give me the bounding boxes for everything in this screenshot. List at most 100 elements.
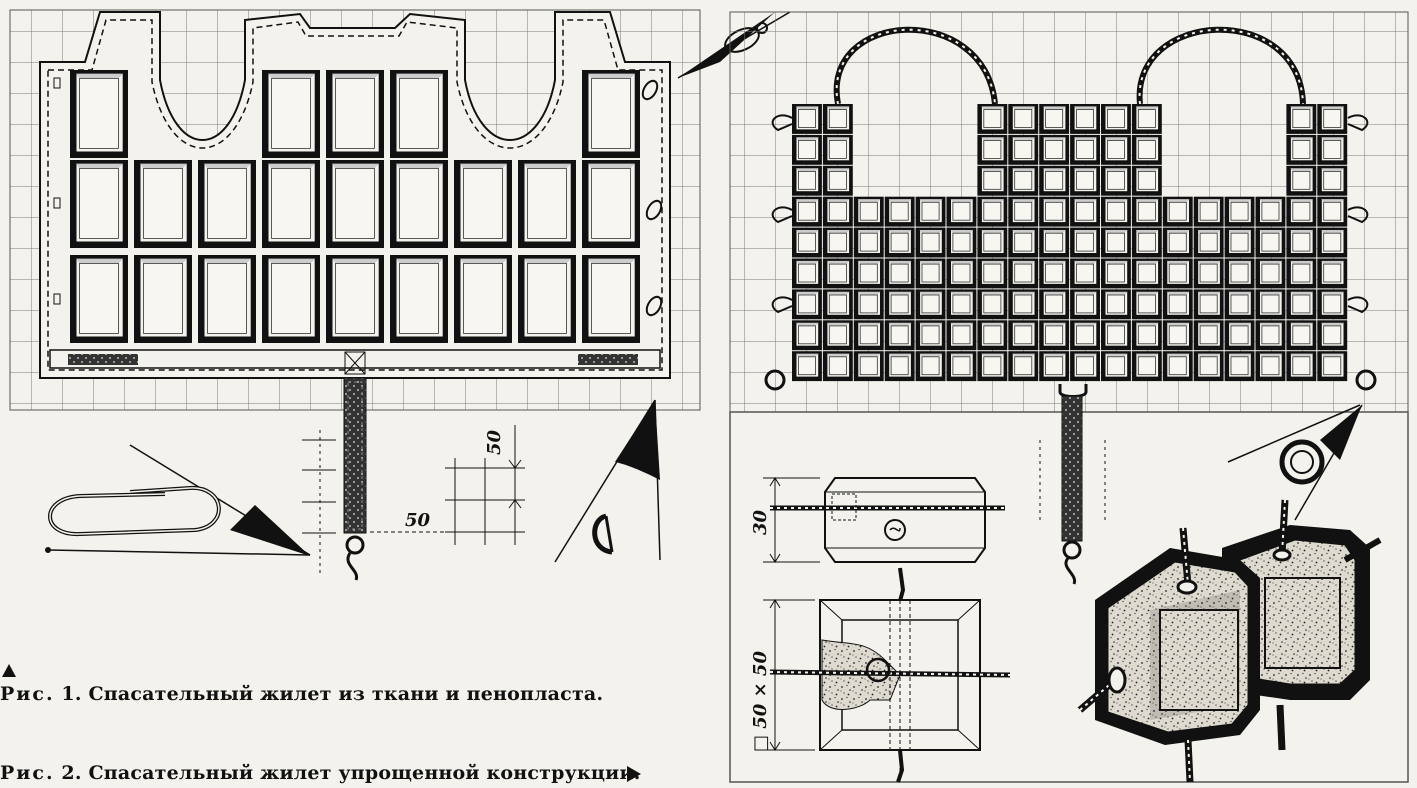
float-block-3-4	[915, 196, 946, 227]
figure1-belt-pad-left	[68, 354, 138, 365]
figure1-dim-vertical: 50	[484, 429, 505, 455]
float-block-5-8	[1039, 258, 1070, 289]
float-block-7-5	[946, 320, 977, 351]
float-block-5-1	[822, 258, 853, 289]
float-block-6-2	[853, 289, 884, 320]
float-block-6-12	[1162, 289, 1193, 320]
float-block-7-0	[792, 320, 822, 351]
float-block-6-6	[977, 289, 1008, 320]
float-block-5-6	[977, 258, 1008, 289]
vest-block-mid-2	[198, 160, 256, 248]
float-block-8-14	[1224, 351, 1255, 382]
float-block-8-1	[822, 351, 853, 382]
float-block-8-10	[1101, 351, 1131, 382]
figure2-dim-section: □ 50 × 50	[750, 651, 771, 752]
float-block-1-7	[1008, 134, 1039, 165]
float-block-5-14	[1224, 258, 1255, 289]
vest-block-mid-5	[390, 160, 448, 248]
float-block-4-10	[1101, 227, 1131, 258]
float-block-6-4	[915, 289, 946, 320]
float-block-5-2	[853, 258, 884, 289]
figure2-caption-prefix: Рис.	[0, 762, 55, 784]
float-block-7-11	[1131, 320, 1162, 351]
float-block-8-12	[1162, 351, 1193, 382]
float-block-6-11	[1131, 289, 1162, 320]
float-block-5-17	[1317, 258, 1348, 289]
float-block-0-6	[977, 104, 1008, 134]
vest-block-bottom-7	[518, 255, 576, 343]
float-block-2-11	[1131, 165, 1162, 196]
float-block-0-10	[1101, 104, 1131, 134]
float-block-1-17	[1317, 134, 1348, 165]
vest-block-top-3	[390, 70, 448, 158]
float-block-8-17	[1317, 351, 1348, 382]
figure1-dim-horizontal: 50	[405, 510, 431, 531]
float-block-0-17	[1317, 104, 1348, 134]
float-block-0-8	[1039, 104, 1070, 134]
caption1-up-arrow-icon	[2, 664, 16, 677]
float-block-6-7	[1008, 289, 1039, 320]
vest-block-bottom-2	[198, 255, 256, 343]
vest-block-bottom-6	[454, 255, 512, 343]
float-block-0-7	[1008, 104, 1039, 134]
float-block-7-9	[1070, 320, 1100, 351]
vest-block-mid-0	[70, 160, 128, 248]
float-block-3-1	[822, 196, 853, 227]
float-block-3-8	[1039, 196, 1070, 227]
float-block-4-16	[1286, 227, 1317, 258]
float-block-5-3	[884, 258, 915, 289]
float-block-6-8	[1039, 289, 1070, 320]
float-block-2-10	[1101, 165, 1131, 196]
float-block-1-1	[822, 134, 853, 165]
float-block-5-4	[915, 258, 946, 289]
float-block-3-12	[1162, 196, 1193, 227]
caption2-right-arrow-icon	[627, 766, 641, 782]
float-block-7-3	[884, 320, 915, 351]
float-block-4-0	[792, 227, 822, 258]
figure1-clip-detail	[45, 444, 311, 556]
float-block-4-7	[1008, 227, 1039, 258]
float-block-1-8	[1039, 134, 1070, 165]
float-block-2-0	[792, 165, 822, 196]
float-block-2-9	[1070, 165, 1100, 196]
float-block-3-13	[1193, 196, 1224, 227]
float-block-0-1	[822, 104, 853, 134]
float-block-6-10	[1101, 289, 1131, 320]
float-block-6-13	[1193, 289, 1224, 320]
float-block-2-8	[1039, 165, 1070, 196]
float-block-8-13	[1193, 351, 1224, 382]
float-block-3-3	[884, 196, 915, 227]
float-block-1-16	[1286, 134, 1317, 165]
float-block-1-9	[1070, 134, 1100, 165]
vest-block-mid-8	[582, 160, 640, 248]
float-block-3-10	[1101, 196, 1131, 227]
vest-block-top-1	[262, 70, 320, 158]
float-block-7-1	[822, 320, 853, 351]
float-block-4-1	[822, 227, 853, 258]
float-block-0-11	[1131, 104, 1162, 134]
float-block-5-0	[792, 258, 822, 289]
float-block-5-13	[1193, 258, 1224, 289]
figure1-caption: Рис. 1. Спасательный жилет из ткани и пе…	[0, 683, 603, 705]
float-block-4-8	[1039, 227, 1070, 258]
float-block-7-6	[977, 320, 1008, 351]
figure2-caption-text: 2. Спасательный жилет упрощенной констру…	[61, 762, 641, 784]
float-block-8-9	[1070, 351, 1100, 382]
float-block-4-15	[1255, 227, 1286, 258]
float-block-7-15	[1255, 320, 1286, 351]
figure1-vest-fabric: 50 50	[9, 9, 791, 581]
float-block-4-13	[1193, 227, 1224, 258]
float-block-7-17	[1317, 320, 1348, 351]
figure2-float-3d-view	[1077, 499, 1382, 783]
float-block-8-4	[915, 351, 946, 382]
float-block-8-2	[853, 351, 884, 382]
float-block-6-15	[1255, 289, 1286, 320]
float-block-5-12	[1162, 258, 1193, 289]
vest-block-mid-1	[134, 160, 192, 248]
figure1-dimension-detail	[370, 425, 525, 545]
float-block-4-11	[1131, 227, 1162, 258]
float-block-3-15	[1255, 196, 1286, 227]
float-block-5-16	[1286, 258, 1317, 289]
float-block-4-2	[853, 227, 884, 258]
vest-block-bottom-8	[582, 255, 640, 343]
